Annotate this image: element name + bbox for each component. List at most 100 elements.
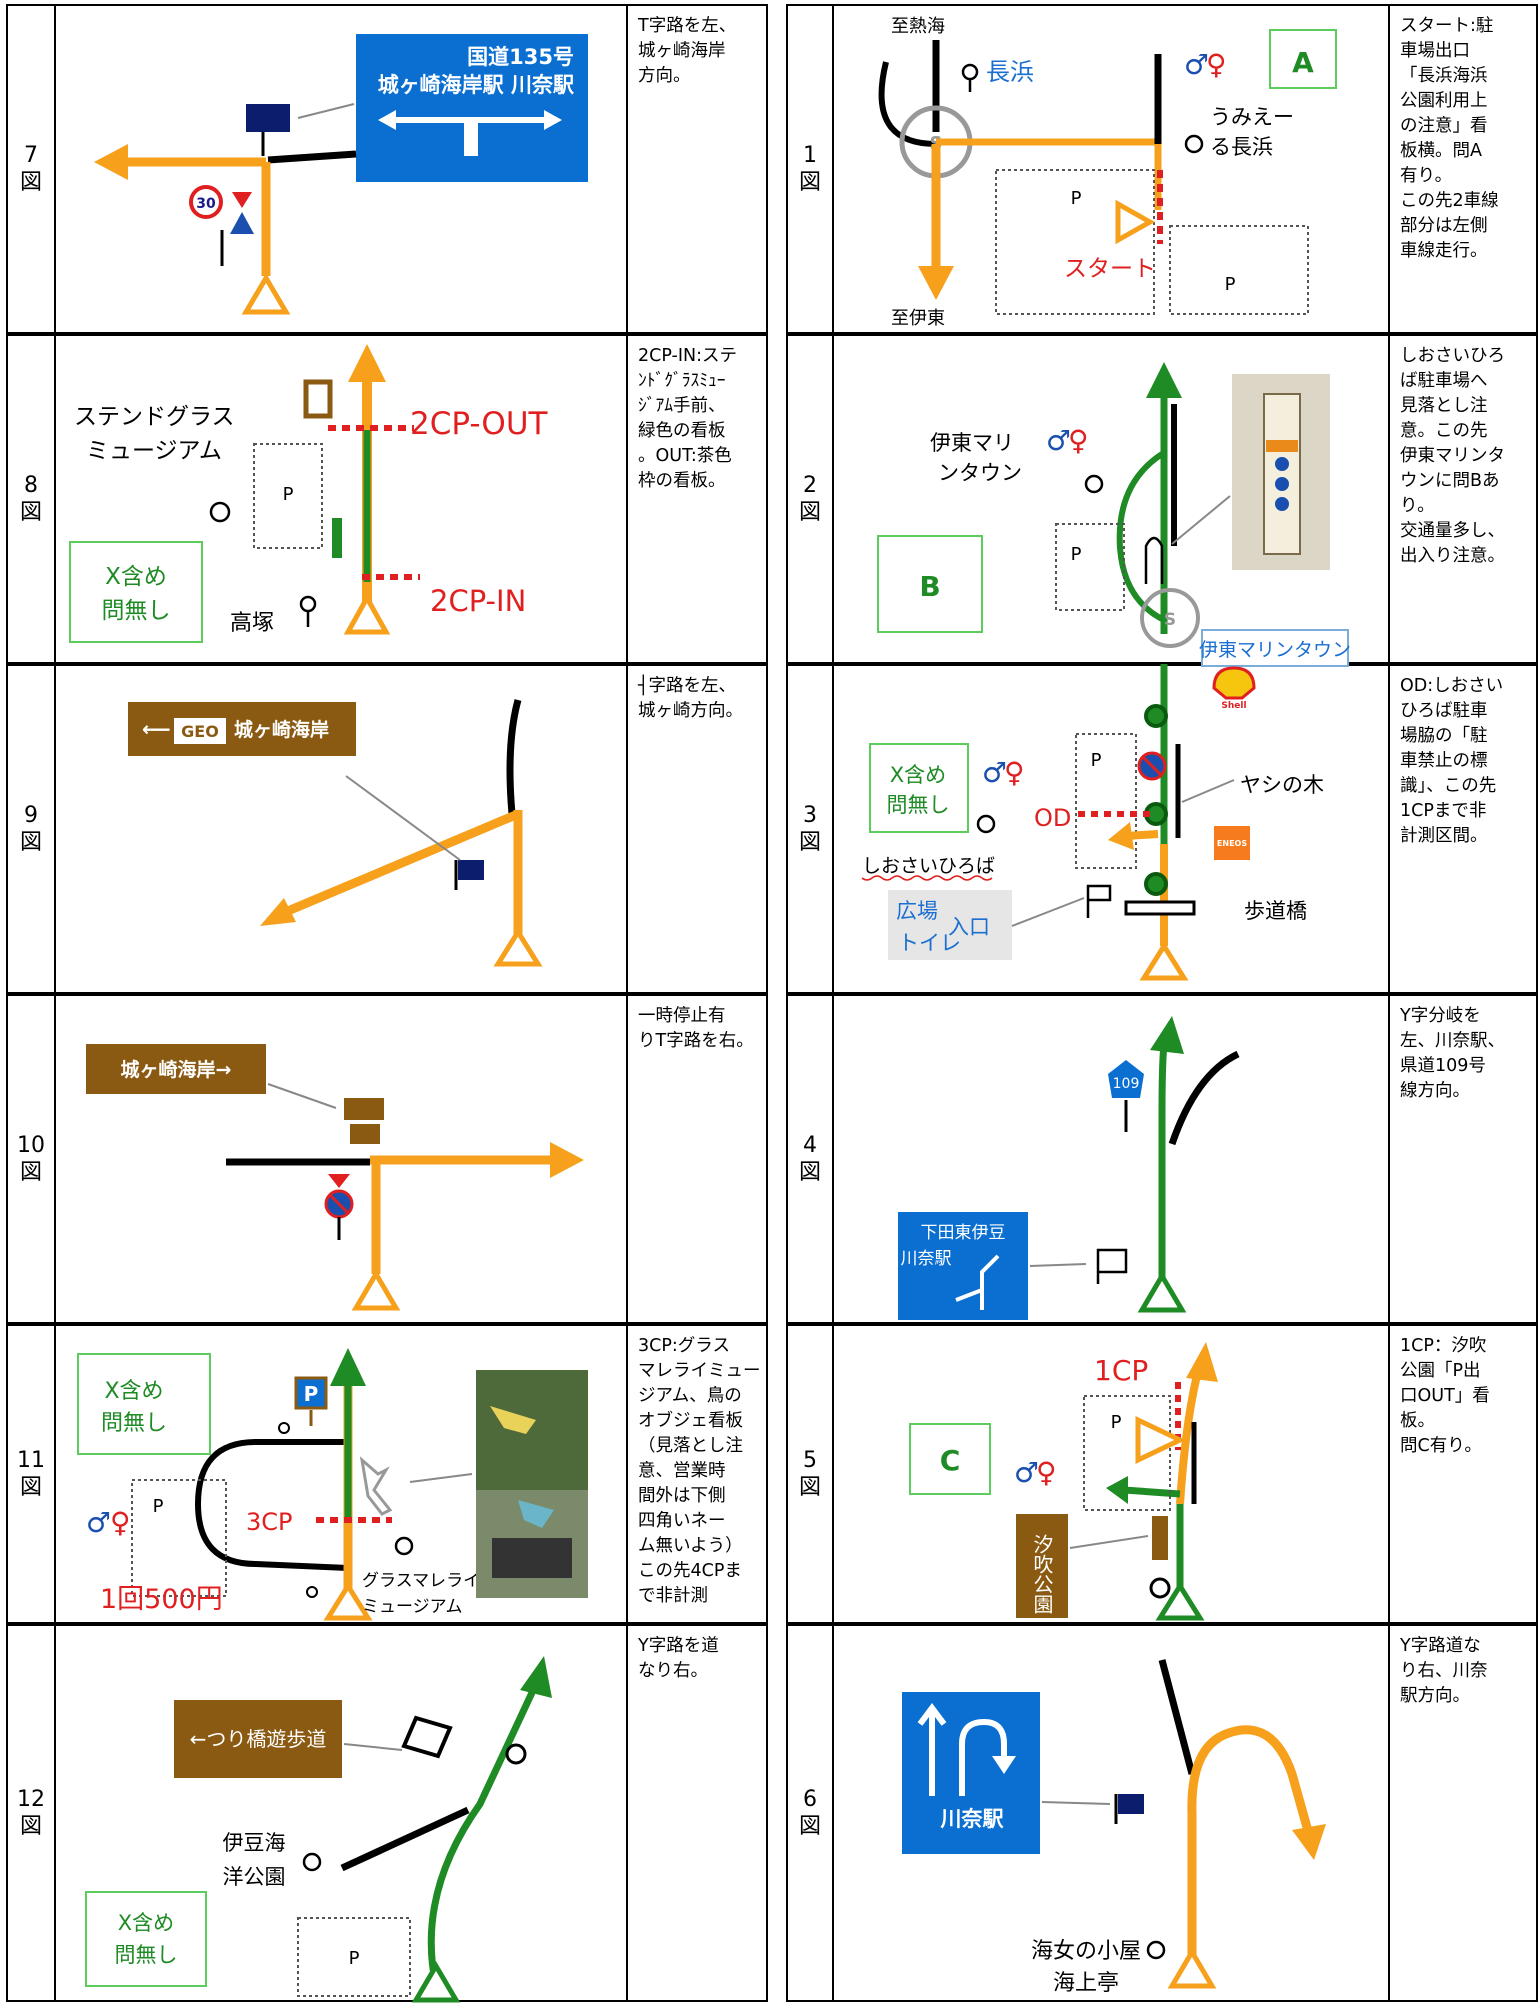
diagram-10: 城ヶ崎海岸→ <box>86 1044 584 1311</box>
road-main <box>1187 1725 1315 1964</box>
place-label: 高塚 <box>230 611 274 636</box>
start-triangle <box>1167 1947 1217 1989</box>
parking-lot <box>1083 1395 1171 1511</box>
question-c-letter: C <box>940 1444 961 1477</box>
figure-number: 12 図 <box>17 1787 45 1839</box>
road-right <box>267 150 357 164</box>
museum-line1: グラスマレライ <box>362 1571 480 1591</box>
road-main <box>427 1682 540 1987</box>
park-sign <box>1016 1514 1068 1618</box>
note-cell <box>626 1324 768 1624</box>
toilet-icon-female: ♀ <box>1206 48 1227 81</box>
museum-line2: ミュージアム <box>86 438 222 464</box>
toilet-icon: ♂ <box>86 1506 111 1539</box>
callout-line <box>1029 1263 1087 1267</box>
marina-line2: ンタウン <box>938 461 1022 485</box>
start-triangle <box>1139 941 1189 981</box>
instruction-note: 一時停止有 りT字路を右。 <box>638 1006 754 1051</box>
arrow-head <box>1150 1016 1184 1054</box>
start-triangle <box>1155 1581 1205 1621</box>
speed-value: 30 <box>196 196 216 212</box>
shiosai-marker <box>976 814 996 834</box>
figure-number: 4 図 <box>798 1133 821 1185</box>
diagram-12: ←つり橋遊歩道 伊豆海 洋公園 X含め 問無し P <box>85 1656 552 2003</box>
question-b-box <box>877 535 983 633</box>
geo-text: GEO <box>181 722 219 741</box>
road-left <box>274 809 520 921</box>
parking-lot <box>1075 733 1137 869</box>
diagram-5: 1CP P C ♂ ♀ 汐吹公園 <box>909 1342 1218 1621</box>
toilet-icon: ♂ <box>1184 48 1209 81</box>
cp-out-label: 2CP-OUT <box>410 406 549 442</box>
od-label: OD <box>1034 804 1071 832</box>
callout-line <box>409 1473 473 1483</box>
sign-top <box>344 1098 384 1120</box>
arrow-head <box>260 898 296 926</box>
photo-bird2 <box>518 1500 554 1528</box>
direction-sign-text: 川奈駅 <box>940 1807 1005 1831</box>
route-shield <box>1108 1060 1144 1098</box>
question-a-letter: A <box>1292 46 1314 79</box>
instruction-note: 1CP：汐吹 公園「P出 口OUT」看 板。 問C有り。 <box>1400 1336 1490 1456</box>
crossing-sign <box>230 212 254 234</box>
parking-lot <box>1055 523 1125 611</box>
photo-pole <box>1263 393 1301 555</box>
diagram-3: Shell ENEOS ヤシの木 P OD X含め 問無し ♂ ♀ しおさいひろ… <box>861 664 1324 981</box>
parking-lot <box>297 1917 411 1997</box>
start-triangle <box>411 1961 461 2003</box>
figure-number: 5 図 <box>798 1448 821 1500</box>
green-sign <box>332 518 342 558</box>
start-triangle <box>1137 1271 1187 1313</box>
place-line1: 海女の小屋 <box>1031 1939 1141 1964</box>
instruction-note: T字路を左、 城ヶ崎海岸 方向。 <box>638 16 737 86</box>
x-label1: X含め <box>890 763 946 787</box>
photo-icon2 <box>1275 477 1289 491</box>
park-line2: 洋公園 <box>223 1865 286 1889</box>
to-atami-label: 至熱海 <box>891 16 945 37</box>
figure-number: 9 図 <box>19 803 42 855</box>
signal-letter: S <box>1164 610 1176 630</box>
national-road-sign <box>356 34 588 182</box>
instruction-note: 3CP:グラス マレライミュー ジアム、鳥の オブジェ看板 （見落とし注 意、営… <box>638 1336 761 1606</box>
note-cell <box>1388 994 1538 1324</box>
toilet-icon-female: ♀ <box>1068 424 1089 457</box>
photo-board <box>492 1538 572 1578</box>
cp-label: 1CP <box>1094 1354 1148 1387</box>
parking-label: P <box>283 484 294 505</box>
parking-label: P <box>1111 1412 1122 1433</box>
umi-line2: る長浜 <box>1210 135 1273 159</box>
start-triangle <box>493 927 543 967</box>
figure-number: 7 図 <box>19 143 42 195</box>
direction-arrow <box>917 1703 1007 1796</box>
no-parking-bar <box>1141 755 1163 777</box>
instruction-note: ┤字路を左、 城ヶ崎方向。 <box>638 676 743 721</box>
note-cell <box>626 994 768 1324</box>
x-label2: 問無し <box>102 598 171 624</box>
right-panel: 1 図スタート:駐 車場出口 「長浜海浜 公園利用上 の注意」看 板横。問A 有… <box>786 4 1538 2002</box>
diagram-8: 2CP-OUT 2CP-IN ステンドグラス ミュージアム P X含め 問無し … <box>69 344 549 643</box>
instruction-note: 2CP-IN:ステ ﾝﾄﾞｸﾞﾗｽﾐｭｰ ｼﾞｱﾑ手前、 緑色の看板 。OUT:… <box>638 346 737 491</box>
arrow-head <box>1292 1824 1326 1860</box>
toilet-line3: 入口 <box>948 915 990 939</box>
od-arrow-head <box>1108 822 1134 850</box>
bird-object <box>359 1456 393 1516</box>
diagram-2: S 伊東マリ ンタウン ♂ ♀ B P 伊東マリンタウン <box>877 362 1351 667</box>
park-line1: 伊豆海 <box>223 1831 286 1855</box>
note-cell <box>626 664 768 994</box>
shiosai-underline <box>861 875 993 881</box>
speed-sign <box>189 185 223 219</box>
photo-bird <box>490 1406 536 1434</box>
geo-sign <box>128 702 356 756</box>
note-cell <box>1388 1324 1538 1624</box>
umi-marker <box>1184 134 1204 154</box>
arrow-head <box>330 1348 366 1386</box>
toilet-sign-icon <box>1086 884 1112 918</box>
start-triangle <box>1115 199 1156 245</box>
start-triangle <box>351 1269 401 1311</box>
note-cell <box>1388 1624 1538 2002</box>
hydrant-bottom <box>306 1586 318 1598</box>
instruction-note: Y字路を道 なり右。 <box>638 1636 719 1681</box>
palm-label: ヤシの木 <box>1240 773 1324 797</box>
direction-line2: 川奈駅 <box>901 1249 952 1269</box>
toilet-line2: トイレ <box>898 931 961 955</box>
